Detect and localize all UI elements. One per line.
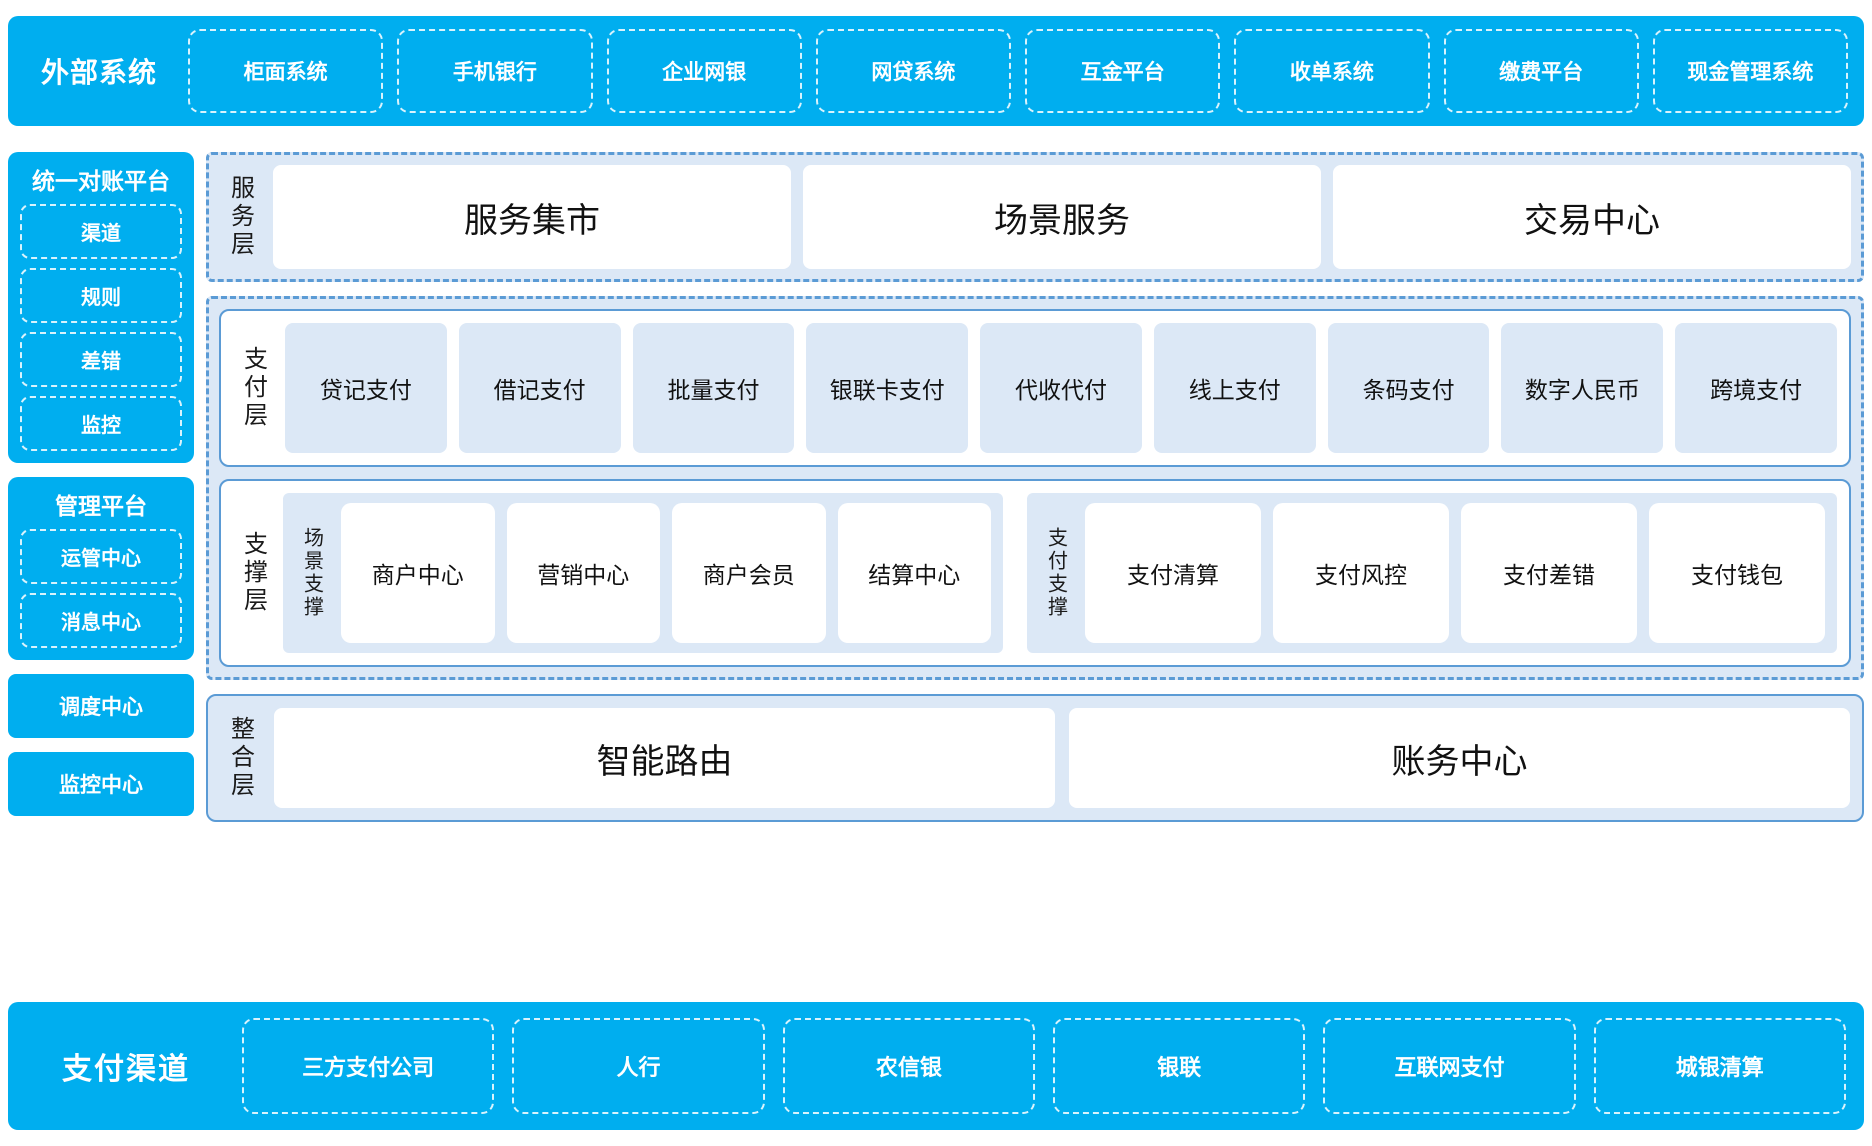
integration-item-accounting-center[interactable]: 账务中心 (1069, 708, 1850, 808)
payment-channels-bar: 支付渠道 三方支付公司 人行 农信银 银联 互联网支付 城银清算 (8, 1002, 1864, 1130)
payment-support-container: 支付层 贷记支付 借记支付 批量支付 银联卡支付 代收代付 线上支付 条码支付 … (206, 296, 1864, 680)
scene-item-marketing-center[interactable]: 营销中心 (506, 503, 660, 643)
sidebar-item-monitoring-center[interactable]: 监控中心 (8, 752, 194, 816)
sidebar-item-monitor[interactable]: 监控 (20, 396, 182, 451)
integration-layer-panel: 整合层 智能路由 账务中心 (206, 694, 1864, 822)
external-system-item[interactable]: 缴费平台 (1443, 29, 1639, 113)
external-system-item[interactable]: 现金管理系统 (1652, 29, 1848, 113)
external-systems-bar: 外部系统 柜面系统 手机银行 企业网银 网贷系统 互金平台 收单系统 缴费平台 … (8, 16, 1864, 126)
payment-item-cross-border[interactable]: 跨境支付 (1675, 323, 1838, 453)
sidebar-item-operations-center[interactable]: 运管中心 (20, 529, 182, 584)
external-system-item[interactable]: 网贷系统 (815, 29, 1011, 113)
service-item-scenario[interactable]: 场景服务 (803, 165, 1321, 269)
main-layers: 服务层 服务集市 场景服务 交易中心 支付层 贷记支付 借记支付 批量支付 银联… (206, 152, 1864, 836)
channel-item-unionpay[interactable]: 银联 (1052, 1018, 1306, 1114)
payment-channels-title: 支付渠道 (62, 1053, 190, 1086)
service-item-transaction-center[interactable]: 交易中心 (1333, 165, 1851, 269)
payment-layer-row: 支付层 贷记支付 借记支付 批量支付 银联卡支付 代收代付 线上支付 条码支付 … (233, 323, 1838, 453)
payment-channels-list: 三方支付公司 人行 农信银 银联 互联网支付 城银清算 (242, 1018, 1846, 1114)
service-layer-label: 服务层 (226, 175, 254, 259)
scene-item-settlement-center[interactable]: 结算中心 (837, 503, 991, 643)
scene-item-merchant-member[interactable]: 商户会员 (672, 503, 826, 643)
left-sidebar: 统一对账平台 渠道 规则 差错 监控 管理平台 运管中心 消息中心 调度中心 监… (8, 152, 194, 830)
support-layer-panel: 支撑层 场景支撑 商户中心 营销中心 商户会员 结算中心 支付支撑 支付清算 支… (219, 479, 1851, 667)
sidebar-item-error[interactable]: 差错 (20, 332, 182, 387)
channel-item-city-bank-clearing[interactable]: 城银清算 (1593, 1018, 1846, 1114)
paysupport-item-clearing[interactable]: 支付清算 (1085, 503, 1261, 643)
external-system-item[interactable]: 收单系统 (1234, 29, 1430, 113)
channel-item-rcbank[interactable]: 农信银 (782, 1018, 1035, 1114)
external-systems-title: 外部系统 (40, 57, 157, 88)
channel-item-pboc[interactable]: 人行 (512, 1018, 765, 1114)
scene-item-merchant-center[interactable]: 商户中心 (341, 503, 495, 643)
payment-item-barcode[interactable]: 条码支付 (1327, 323, 1490, 453)
payment-support-group: 支付支撑 支付清算 支付风控 支付差错 支付钱包 (1027, 493, 1837, 653)
integration-layer-row: 整合层 智能路由 账务中心 (220, 708, 1850, 808)
management-platform-title: 管理平台 (55, 493, 147, 519)
scene-support-group: 场景支撑 商户中心 营销中心 商户会员 结算中心 (283, 493, 1003, 653)
management-platform-panel: 管理平台 运管中心 消息中心 (8, 477, 194, 660)
external-system-item[interactable]: 互金平台 (1025, 29, 1221, 113)
payment-layer-label: 支付层 (239, 346, 267, 430)
payment-item-collection-payment[interactable]: 代收代付 (980, 323, 1142, 453)
support-layer-row: 支撑层 场景支撑 商户中心 营销中心 商户会员 结算中心 支付支撑 支付清算 支… (233, 493, 1837, 653)
payment-layer-panel: 支付层 贷记支付 借记支付 批量支付 银联卡支付 代收代付 线上支付 条码支付 … (219, 309, 1851, 467)
sidebar-item-channel[interactable]: 渠道 (20, 204, 182, 259)
payment-item-batch[interactable]: 批量支付 (632, 323, 795, 453)
sidebar-item-scheduling-center[interactable]: 调度中心 (8, 674, 194, 738)
reconciliation-platform-title: 统一对账平台 (32, 168, 170, 194)
scene-support-label: 场景支撑 (300, 527, 323, 619)
sidebar-item-rule[interactable]: 规则 (20, 268, 182, 323)
external-systems-list: 柜面系统 手机银行 企业网银 网贷系统 互金平台 收单系统 缴费平台 现金管理系… (188, 29, 1848, 113)
payment-item-debit[interactable]: 借记支付 (458, 323, 621, 453)
payment-item-credit[interactable]: 贷记支付 (285, 323, 447, 453)
integration-item-smart-routing[interactable]: 智能路由 (274, 708, 1055, 808)
payment-item-digital-rmb[interactable]: 数字人民币 (1501, 323, 1664, 453)
paysupport-item-error-handling[interactable]: 支付差错 (1461, 503, 1637, 643)
external-system-item[interactable]: 手机银行 (397, 29, 593, 113)
external-system-item[interactable]: 企业网银 (606, 29, 802, 113)
support-layer-label: 支撑层 (239, 531, 267, 615)
external-system-item[interactable]: 柜面系统 (188, 29, 384, 113)
payment-support-label: 支付支撑 (1044, 527, 1067, 619)
service-layer-row: 服务层 服务集市 场景服务 交易中心 (219, 165, 1851, 269)
channel-item-third-party[interactable]: 三方支付公司 (242, 1018, 495, 1114)
paysupport-item-wallet[interactable]: 支付钱包 (1649, 503, 1825, 643)
channel-item-internet-payment[interactable]: 互联网支付 (1323, 1018, 1576, 1114)
payment-item-online[interactable]: 线上支付 (1153, 323, 1316, 453)
payment-item-unionpay-card[interactable]: 银联卡支付 (806, 323, 969, 453)
integration-layer-label: 整合层 (226, 716, 254, 800)
sidebar-item-message-center[interactable]: 消息中心 (20, 593, 182, 648)
service-layer-container: 服务层 服务集市 场景服务 交易中心 (206, 152, 1864, 282)
reconciliation-platform-panel: 统一对账平台 渠道 规则 差错 监控 (8, 152, 194, 463)
service-item-market[interactable]: 服务集市 (273, 165, 791, 269)
paysupport-item-risk-control[interactable]: 支付风控 (1273, 503, 1449, 643)
